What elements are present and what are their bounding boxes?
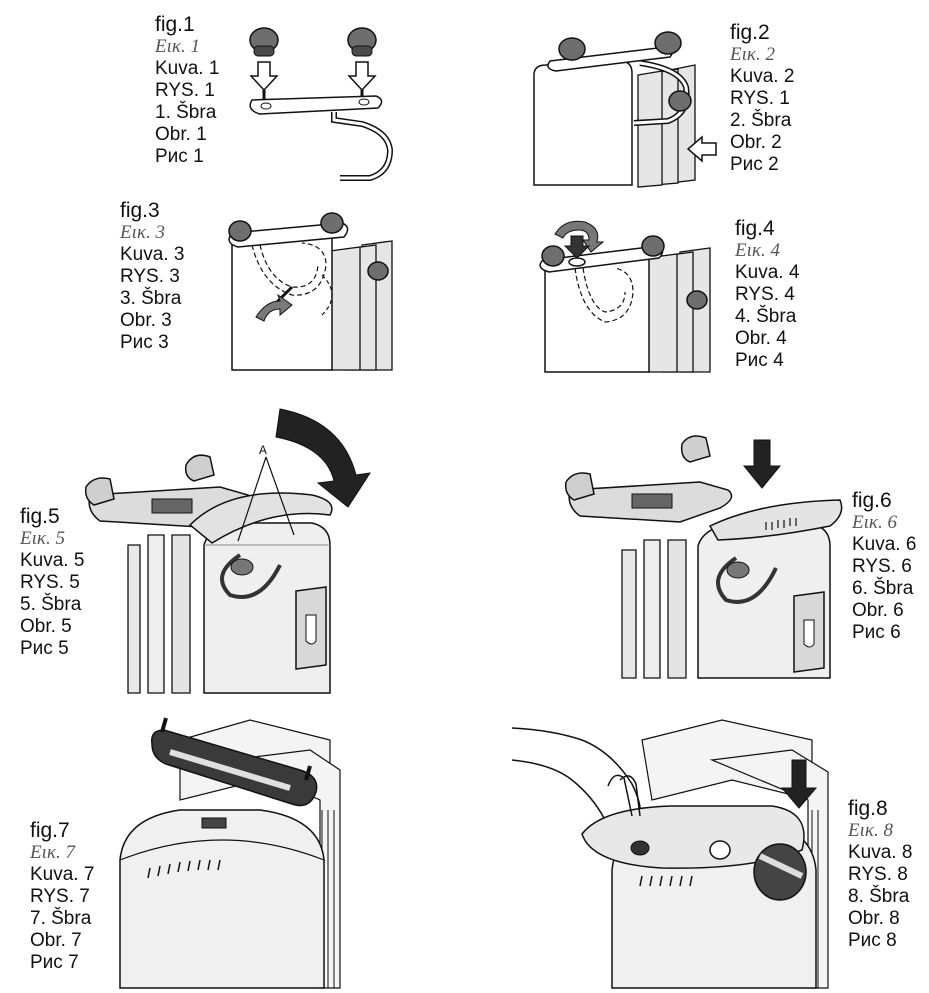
fig2-caption: fig.2 Εικ. 2 Kuva. 2 RYS. 1 2. Šbra Obr.… <box>730 22 794 176</box>
russian-label: Рис 1 <box>155 146 204 167</box>
czech-label: Obr. 6 <box>852 600 904 621</box>
greek-label: Εικ. 6 <box>852 512 898 533</box>
albanian-label: 7. Šbra <box>30 908 92 929</box>
russian-label: Рис 4 <box>735 350 784 371</box>
polish-label: RYS. 4 <box>735 284 795 305</box>
fig4-caption: fig.4 Εικ. 4 Kuva. 4 RYS. 4 4. Šbra Obr.… <box>735 218 799 372</box>
fig3-caption: fig.3 Εικ. 3 Kuva. 3 RYS. 3 3. Šbra Obr.… <box>120 200 184 354</box>
finnish-label: Kuva. 3 <box>120 244 185 265</box>
polish-label: RYS. 8 <box>848 864 908 885</box>
fig4-illustration <box>539 220 711 373</box>
polish-label: RYS. 1 <box>155 80 215 101</box>
greek-label: Εικ. 2 <box>730 44 776 65</box>
greek-label: Εικ. 3 <box>120 222 166 243</box>
finnish-label: Kuva. 2 <box>730 66 795 87</box>
greek-label: Εικ. 4 <box>735 240 781 261</box>
fig1-caption: fig.1 Εικ. 1 Kuva. 1 RYS. 1 1. Šbra Obr.… <box>155 14 219 168</box>
albanian-label: 3. Šbra <box>120 288 182 309</box>
greek-label: Εικ. 8 <box>848 820 894 841</box>
albanian-label: 2. Šbra <box>730 110 792 131</box>
fig-label: fig.6 <box>852 489 892 512</box>
albanian-label: 6. Šbra <box>852 578 914 599</box>
finnish-label: Kuva. 7 <box>30 864 95 885</box>
finnish-label: Kuva. 6 <box>852 534 917 555</box>
czech-label: Obr. 1 <box>155 124 207 145</box>
fig-label: fig.8 <box>848 797 888 820</box>
fig6-caption: fig.6 Εικ. 6 Kuva. 6 RYS. 6 6. Šbra Obr.… <box>852 490 916 644</box>
finnish-label: Kuva. 1 <box>155 58 220 79</box>
fig-label: fig.5 <box>20 505 60 528</box>
albanian-label: 5. Šbra <box>20 594 82 615</box>
russian-label: Рис 2 <box>730 154 779 175</box>
fig6-illustration <box>564 435 843 679</box>
russian-label: Рис 3 <box>120 332 169 353</box>
russian-label: Рис 7 <box>30 952 79 973</box>
finnish-label: Kuva. 4 <box>735 262 800 283</box>
fig-label: fig.4 <box>735 217 775 240</box>
fig1-illustration <box>249 27 394 181</box>
wheel-icon <box>347 27 377 57</box>
finnish-label: Kuva. 5 <box>20 550 85 571</box>
fig5-illustration <box>84 408 372 694</box>
fig8-illustration <box>511 719 829 989</box>
fig7-caption: fig.7 Εικ. 7 Kuva. 7 RYS. 7 7. Šbra Obr.… <box>30 820 94 974</box>
russian-label: Рис 6 <box>852 622 901 643</box>
wheel-icon <box>249 27 279 57</box>
fig-label: fig.2 <box>730 21 770 44</box>
czech-label: Obr. 3 <box>120 310 172 331</box>
finnish-label: Kuva. 8 <box>848 842 913 863</box>
albanian-label: 8. Šbra <box>848 886 910 907</box>
polish-label: RYS. 5 <box>20 572 80 593</box>
fig7-illustration <box>119 717 341 989</box>
czech-label: Obr. 8 <box>848 908 900 929</box>
czech-label: Obr. 5 <box>20 616 72 637</box>
polish-label: RYS. 3 <box>120 266 180 287</box>
albanian-label: 4. Šbra <box>735 306 797 327</box>
greek-label: Εικ. 5 <box>20 528 66 549</box>
greek-label: Εικ. 7 <box>30 842 76 863</box>
callout-label-a: A <box>259 443 267 458</box>
fig5-caption: fig.5 Εικ. 5 Kuva. 5 RYS. 5 5. Šbra Obr.… <box>20 506 84 660</box>
fig-label: fig.3 <box>120 199 160 222</box>
albanian-label: 1. Šbra <box>155 102 217 123</box>
czech-label: Obr. 2 <box>730 132 782 153</box>
czech-label: Obr. 4 <box>735 328 787 349</box>
polish-label: RYS. 6 <box>852 556 912 577</box>
fig3-illustration <box>228 212 393 371</box>
greek-label: Εικ. 1 <box>155 36 201 57</box>
russian-label: Рис 5 <box>20 638 69 659</box>
fig-label: fig.1 <box>155 13 195 36</box>
fig8-caption: fig.8 Εικ. 8 Kuva. 8 RYS. 8 8. Šbra Obr.… <box>848 798 912 952</box>
russian-label: Рис 8 <box>848 930 897 951</box>
czech-label: Obr. 7 <box>30 930 82 951</box>
polish-label: RYS. 7 <box>30 886 90 907</box>
fig2-illustration <box>533 31 717 188</box>
polish-label: RYS. 1 <box>730 88 790 109</box>
fig-label: fig.7 <box>30 819 70 842</box>
